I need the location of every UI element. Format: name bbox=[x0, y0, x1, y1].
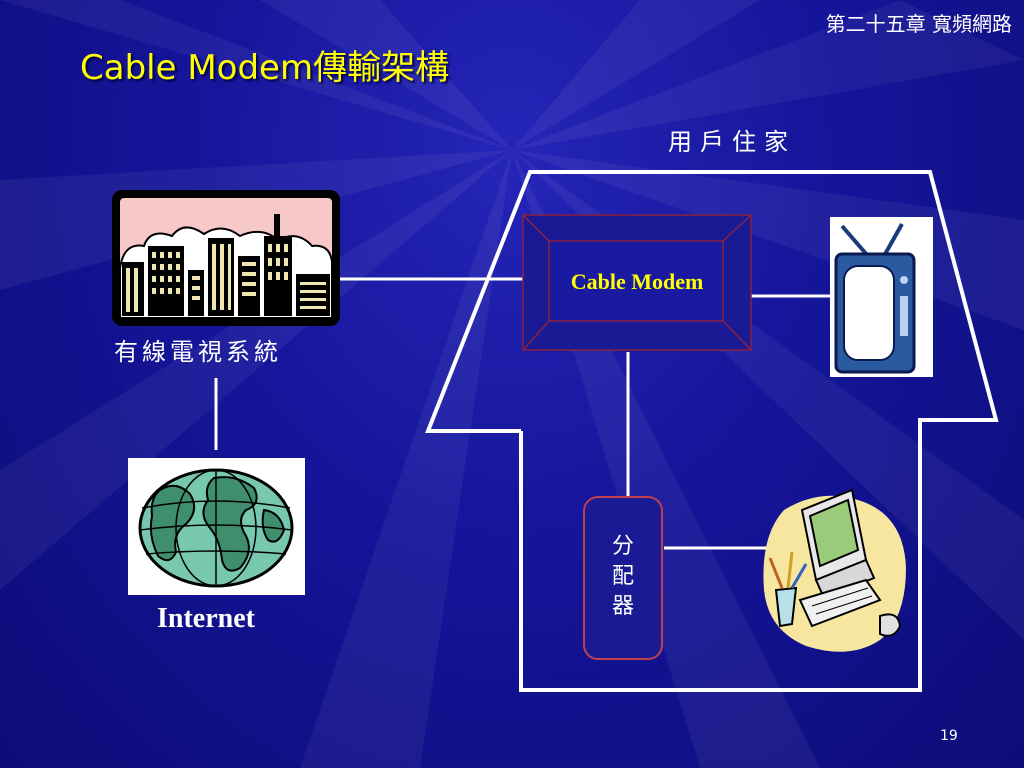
cable-system-label: 有線電視系統 bbox=[114, 338, 282, 366]
globe-icon bbox=[128, 458, 305, 595]
slide-title: Cable Modem傳輸架構 bbox=[80, 48, 450, 88]
tv-icon bbox=[830, 217, 933, 377]
page-number: 19 bbox=[940, 728, 958, 744]
house-outline bbox=[425, 170, 999, 692]
cable-modem-label: Cable Modem bbox=[570, 269, 704, 294]
internet-label: Internet bbox=[157, 603, 255, 634]
cable-modem-box bbox=[522, 214, 752, 351]
computer-icon bbox=[763, 488, 906, 652]
splitter-label: 分 配 器 bbox=[611, 534, 634, 619]
chapter-heading: 第二十五章 寬頻網路 bbox=[825, 12, 1012, 36]
city-icon bbox=[112, 190, 340, 326]
home-label: 用戶住家 bbox=[668, 128, 796, 156]
splitter-box bbox=[583, 496, 663, 660]
